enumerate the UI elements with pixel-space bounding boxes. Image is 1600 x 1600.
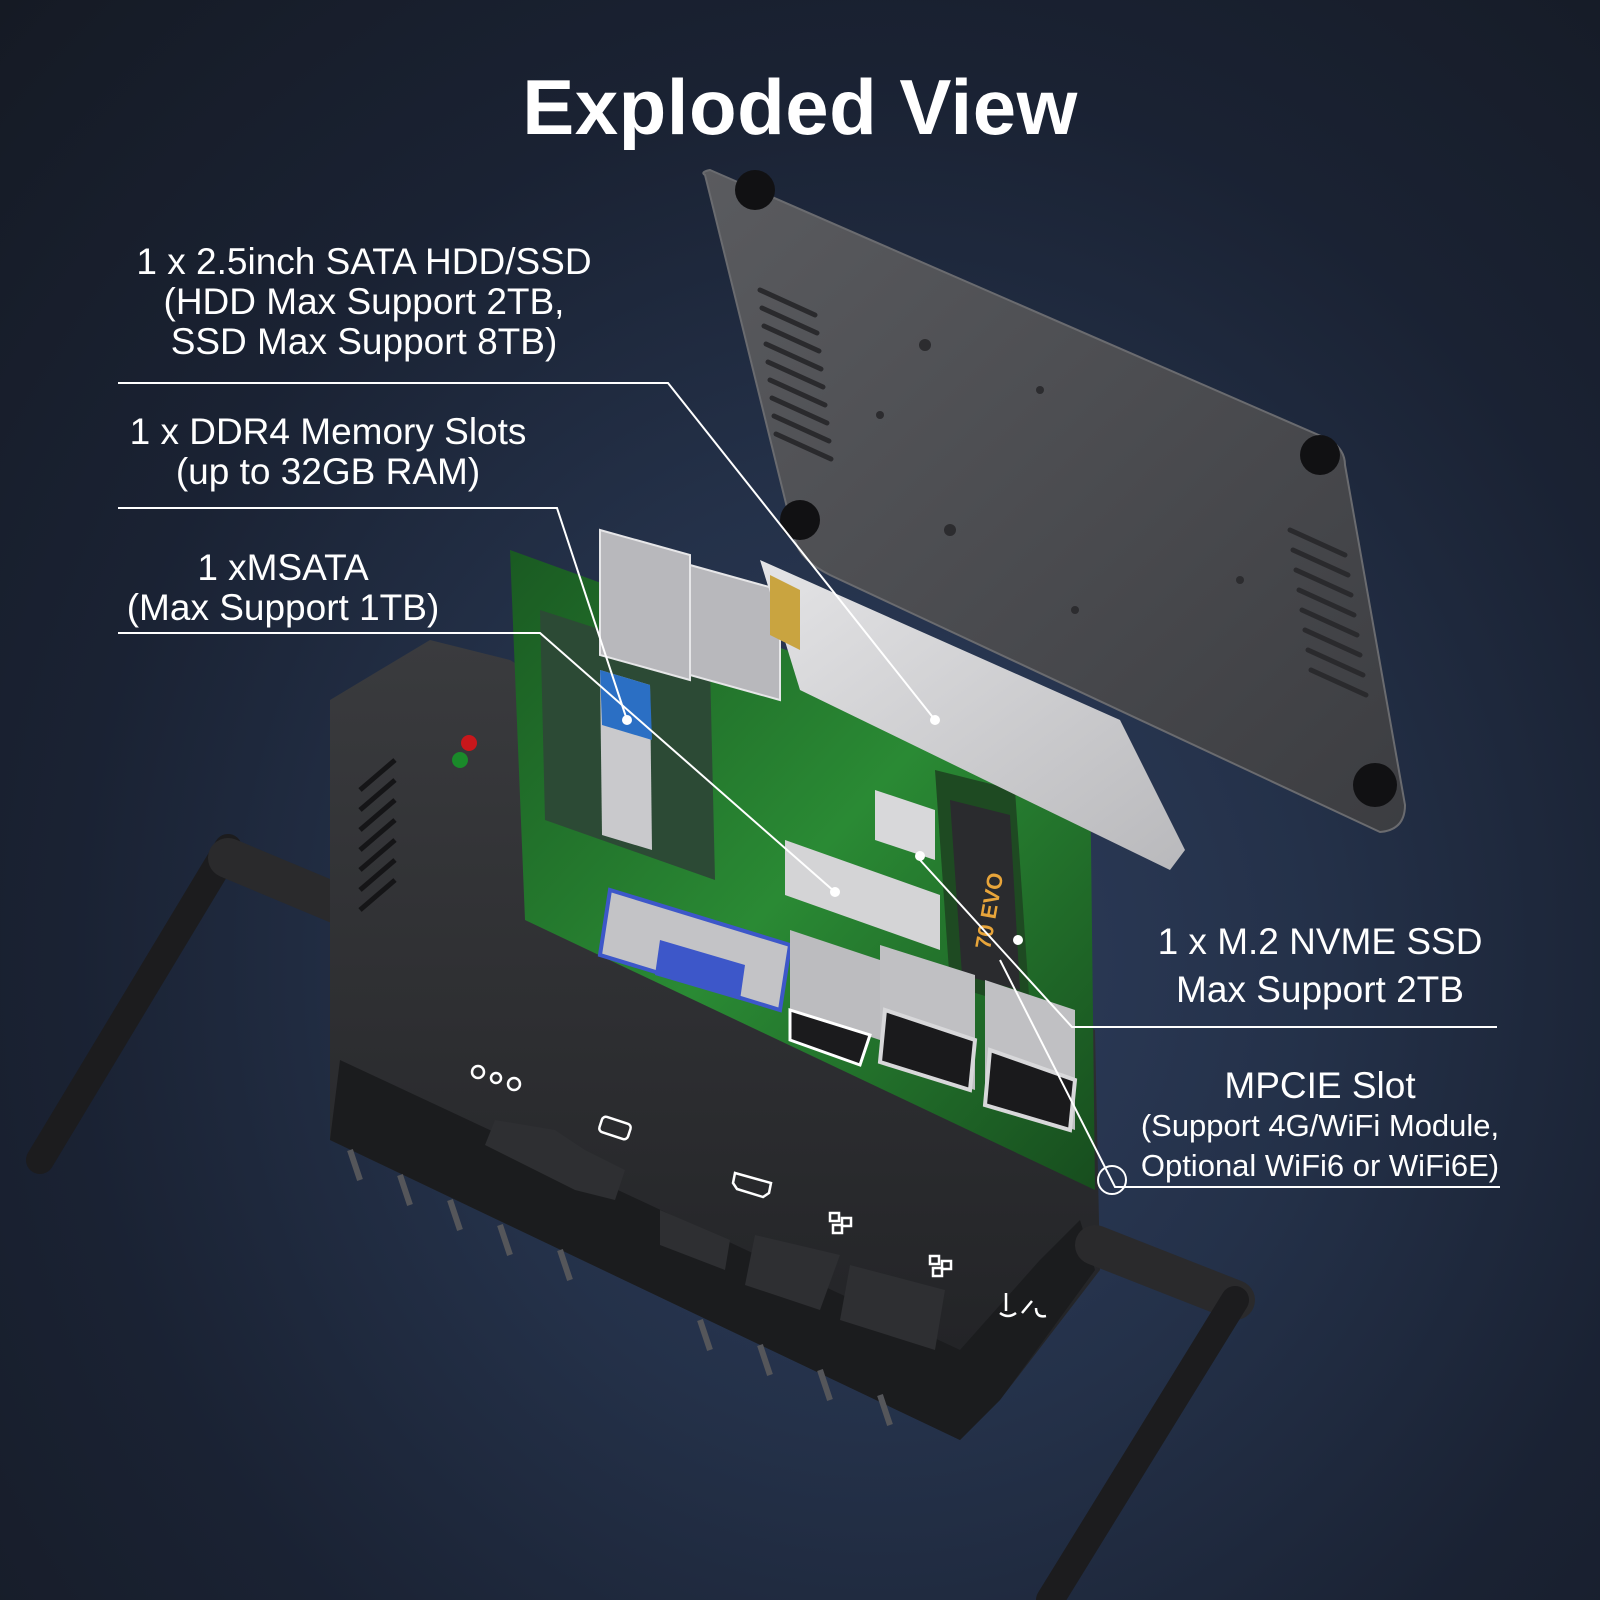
callout-m2-line2: Max Support 2TB [1176, 969, 1464, 1010]
vga-port [597, 887, 793, 1013]
callout-mpcie-line1: MPCIE Slot [1224, 1065, 1416, 1106]
lan-icon [828, 1211, 853, 1235]
callout-leaders [118, 382, 1500, 1188]
ram-module [540, 610, 715, 880]
msata-card [785, 840, 940, 950]
hdmi-icon [731, 1171, 773, 1199]
callout-sata-line3: SSD Max Support 8TB) [170, 321, 558, 362]
page-title: Exploded View [522, 63, 1078, 151]
callout-ddr4: 1 x DDR4 Memory Slots (up to 32GB RAM) [108, 412, 548, 492]
callout-sata-line2: (HDD Max Support 2TB, [163, 281, 565, 322]
callout-mpcie-line3: Optional WiFi6 or WiFi6E) [1140, 1148, 1500, 1183]
mpcie-callout-ring [1097, 1165, 1127, 1195]
audio-jack-icon [999, 1293, 1047, 1318]
callout-msata-line2: (Max Support 1TB) [126, 587, 440, 628]
port-label-icons [470, 1064, 1047, 1318]
callout-sata-line1: 1 x 2.5inch SATA HDD/SSD [136, 241, 592, 282]
vga-icon [598, 1115, 632, 1141]
hdmi-port [788, 930, 880, 1067]
callout-mpcie-line2: (Support 4G/WiFi Module, [1140, 1108, 1500, 1143]
callout-msata-line1: 1 xMSATA [197, 547, 369, 588]
mpcie-card [875, 790, 935, 860]
callout-msata: 1 xMSATA (Max Support 1TB) [108, 548, 458, 628]
lan-icon [928, 1254, 953, 1278]
callout-mpcie: MPCIE Slot (Support 4G/WiFi Module, Opti… [1125, 1066, 1515, 1186]
callout-ddr4-line2: (up to 32GB RAM) [175, 451, 481, 492]
callout-sata: 1 x 2.5inch SATA HDD/SSD (HDD Max Suppor… [108, 242, 620, 362]
callout-ddr4-line1: 1 x DDR4 Memory Slots [129, 411, 527, 452]
dc-power-icon [470, 1064, 522, 1092]
callout-m2: 1 x M.2 NVME SSD Max Support 2TB [1125, 918, 1515, 1014]
lan-ports [877, 945, 1078, 1133]
bottom-lid [702, 168, 1407, 834]
antenna-right [1036, 1225, 1255, 1600]
callout-m2-line1: 1 x M.2 NVME SSD [1157, 921, 1483, 962]
sata-ssd [760, 560, 1185, 870]
callout-dots [622, 715, 1023, 945]
nvme-ssd: 70 EVO [935, 770, 1030, 1010]
usb-ports [599, 528, 781, 702]
